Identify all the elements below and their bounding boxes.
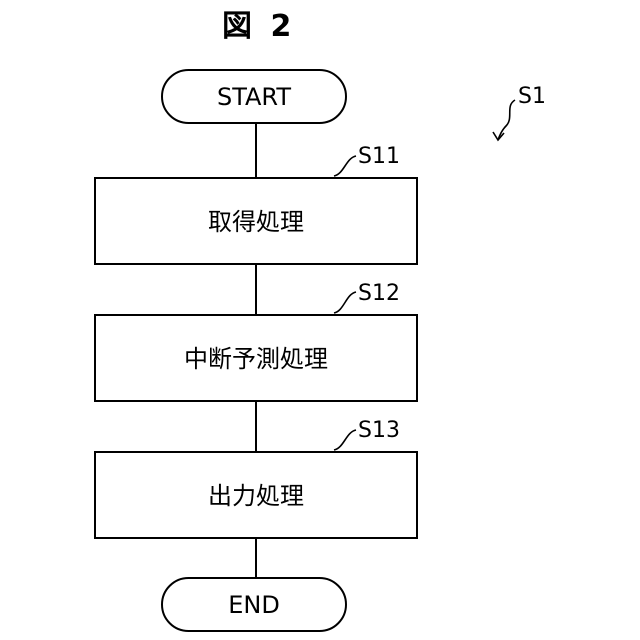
leader-s13: [334, 430, 356, 450]
flowchart-id-tag: S1: [518, 86, 546, 108]
step-s11-label: 取得処理: [208, 210, 304, 234]
leader-s11: [334, 156, 356, 176]
start-label: START: [217, 85, 291, 109]
reference-arrow-s1: [498, 100, 515, 140]
end-label: END: [228, 593, 280, 617]
step-s13-tag: S13: [358, 420, 400, 442]
step-s12-label: 中断予測処理: [184, 347, 328, 371]
step-s12-tag: S12: [358, 283, 400, 305]
step-s11-tag: S11: [358, 146, 400, 168]
step-s13-label: 出力処理: [208, 484, 304, 508]
leader-s12: [334, 292, 356, 313]
reference-arrowhead-s1: [493, 132, 504, 140]
figure-title: 図 2: [222, 12, 295, 42]
